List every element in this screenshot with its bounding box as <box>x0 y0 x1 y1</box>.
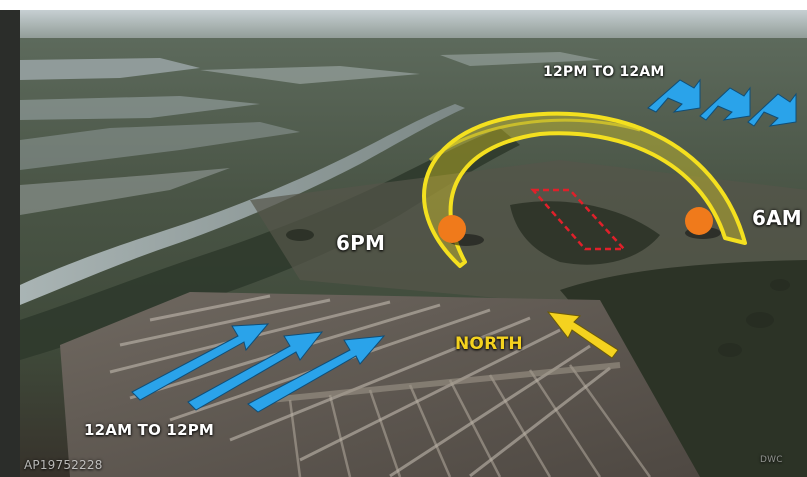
wind-arrow-night-1 <box>647 78 701 113</box>
wind-arrow-day-3 <box>247 335 386 413</box>
day-wind-label: 12AM TO 12PM <box>84 421 215 439</box>
pm-time-label: 6PM <box>336 231 386 255</box>
north-label: NORTH <box>455 334 523 354</box>
night-wind-label: 12PM TO 12AM <box>543 64 665 80</box>
wind-arrow-day-1 <box>131 323 270 401</box>
site-outline <box>530 188 627 251</box>
wind-arrow-night-3 <box>747 92 797 127</box>
watermark-id: AP19752228 <box>24 458 103 472</box>
sun-6pm-marker <box>438 215 466 243</box>
north-arrow <box>546 311 619 359</box>
wind-arrow-night-2 <box>699 86 751 121</box>
watermark-corner: DWC <box>760 455 783 465</box>
wind-arrows-day <box>131 323 386 413</box>
wind-arrow-day-2 <box>187 331 324 411</box>
sun-6am-marker <box>685 207 713 235</box>
sun-path-arc <box>422 111 747 268</box>
am-time-label: 6AM <box>752 206 802 230</box>
wind-arrows-night <box>647 78 797 127</box>
